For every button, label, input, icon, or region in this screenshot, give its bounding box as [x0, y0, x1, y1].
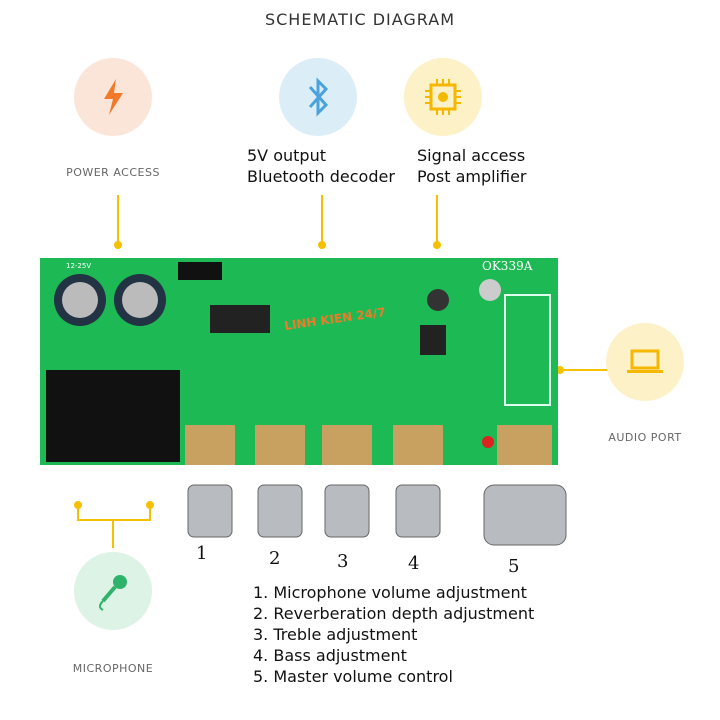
legend-item: 2. Reverberation depth adjustment	[253, 604, 535, 623]
voltage-label: 12-25V	[66, 262, 91, 270]
knob-number-2: 2	[269, 548, 281, 569]
signal-line1: Signal access	[417, 146, 526, 165]
laptop-icon	[627, 349, 663, 373]
bluetooth-line2: Bluetooth decoder	[247, 167, 395, 186]
legend-item: 3. Treble adjustment	[253, 625, 418, 644]
diagram-title: SCHEMATIC DIAGRAM	[264, 10, 456, 29]
legend-item: 1. Microphone volume adjustment	[253, 583, 527, 602]
mic-jacks	[46, 370, 180, 462]
power-callout	[74, 58, 152, 136]
audio-port-label: AUDIO PORT	[608, 431, 682, 444]
connector-lines	[77, 195, 607, 548]
audio-callout	[606, 323, 684, 401]
model-label: OK339A	[482, 259, 533, 273]
bluetooth-icon	[308, 77, 329, 117]
microphone-label: MICROPHONE	[72, 662, 154, 675]
legend-item: 4. Bass adjustment	[253, 646, 407, 665]
knob-number-4: 4	[408, 553, 420, 574]
power-access-label: POWER ACCESS	[66, 166, 160, 179]
microphone-icon	[99, 575, 127, 611]
knob-number-3: 3	[337, 551, 349, 572]
knob-number-5: 5	[508, 556, 520, 577]
knob-number-1: 1	[196, 543, 208, 564]
microphone-callout	[74, 552, 152, 630]
chip-icon	[425, 79, 461, 115]
signal-callout	[404, 58, 482, 136]
signal-line2: Post amplifier	[417, 167, 527, 186]
lightning-icon	[104, 79, 123, 115]
bluetooth-line1: 5V output	[247, 146, 326, 165]
legend-item: 5. Master volume control	[253, 667, 453, 686]
knob-legend: 1. Microphone volume adjustment 2. Rever…	[253, 582, 534, 687]
bluetooth-callout	[279, 58, 357, 136]
